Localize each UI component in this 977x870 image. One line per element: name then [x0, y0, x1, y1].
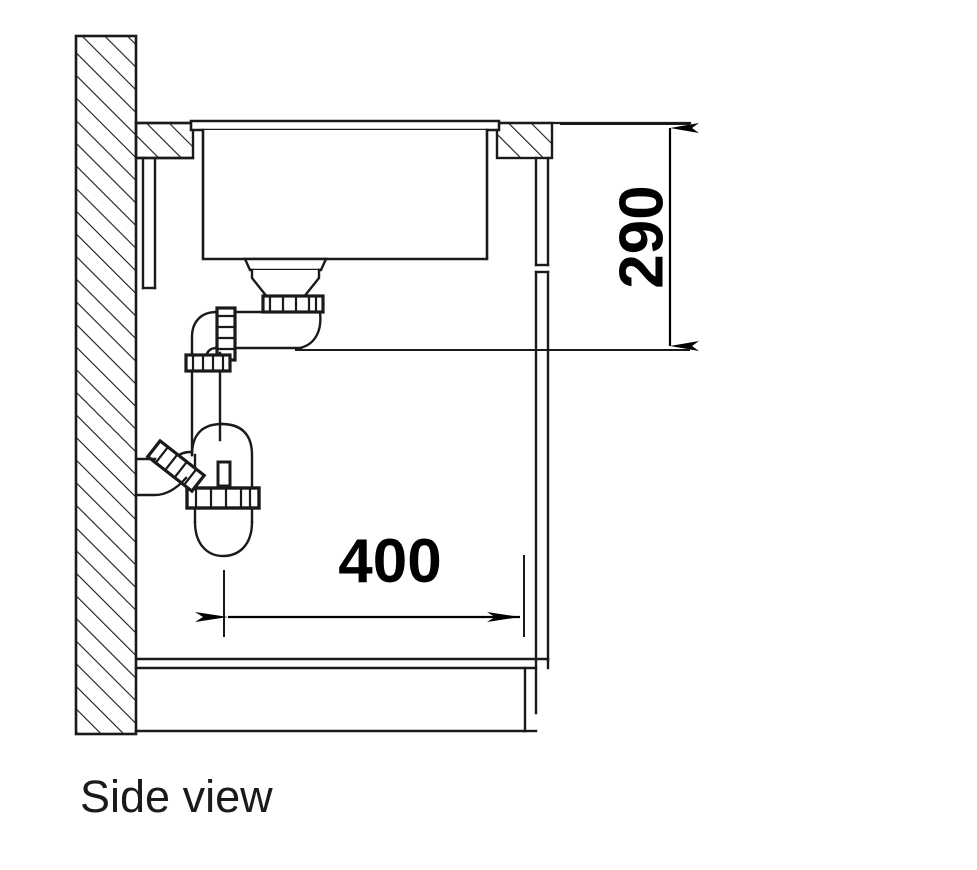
collar-nut-middle [215, 306, 237, 362]
sink-bowl [201, 128, 489, 261]
sink-rim [189, 119, 501, 132]
dimension-290: 290 [295, 123, 699, 351]
cabinet-left-panel [134, 156, 195, 290]
p-trap-outlet-stub [216, 460, 232, 488]
pipe-elbow [190, 310, 322, 360]
wall-outlet [134, 438, 207, 497]
view-caption: Side view [80, 771, 273, 822]
dimension-400: 400 [195, 527, 525, 637]
collar-nut-upper [261, 294, 325, 314]
cabinet-base [134, 657, 550, 733]
dimension-400-label: 400 [338, 527, 441, 596]
dimension-290-label: 290 [608, 185, 677, 288]
countertop-right-section [495, 121, 554, 160]
p-trap-body-nut [185, 486, 261, 510]
countertop-left-section [134, 121, 195, 160]
collar-nut-lower [184, 353, 232, 373]
wall-section [74, 34, 138, 736]
drain-strainer [243, 257, 328, 300]
cabinet-side-panel [534, 156, 550, 715]
